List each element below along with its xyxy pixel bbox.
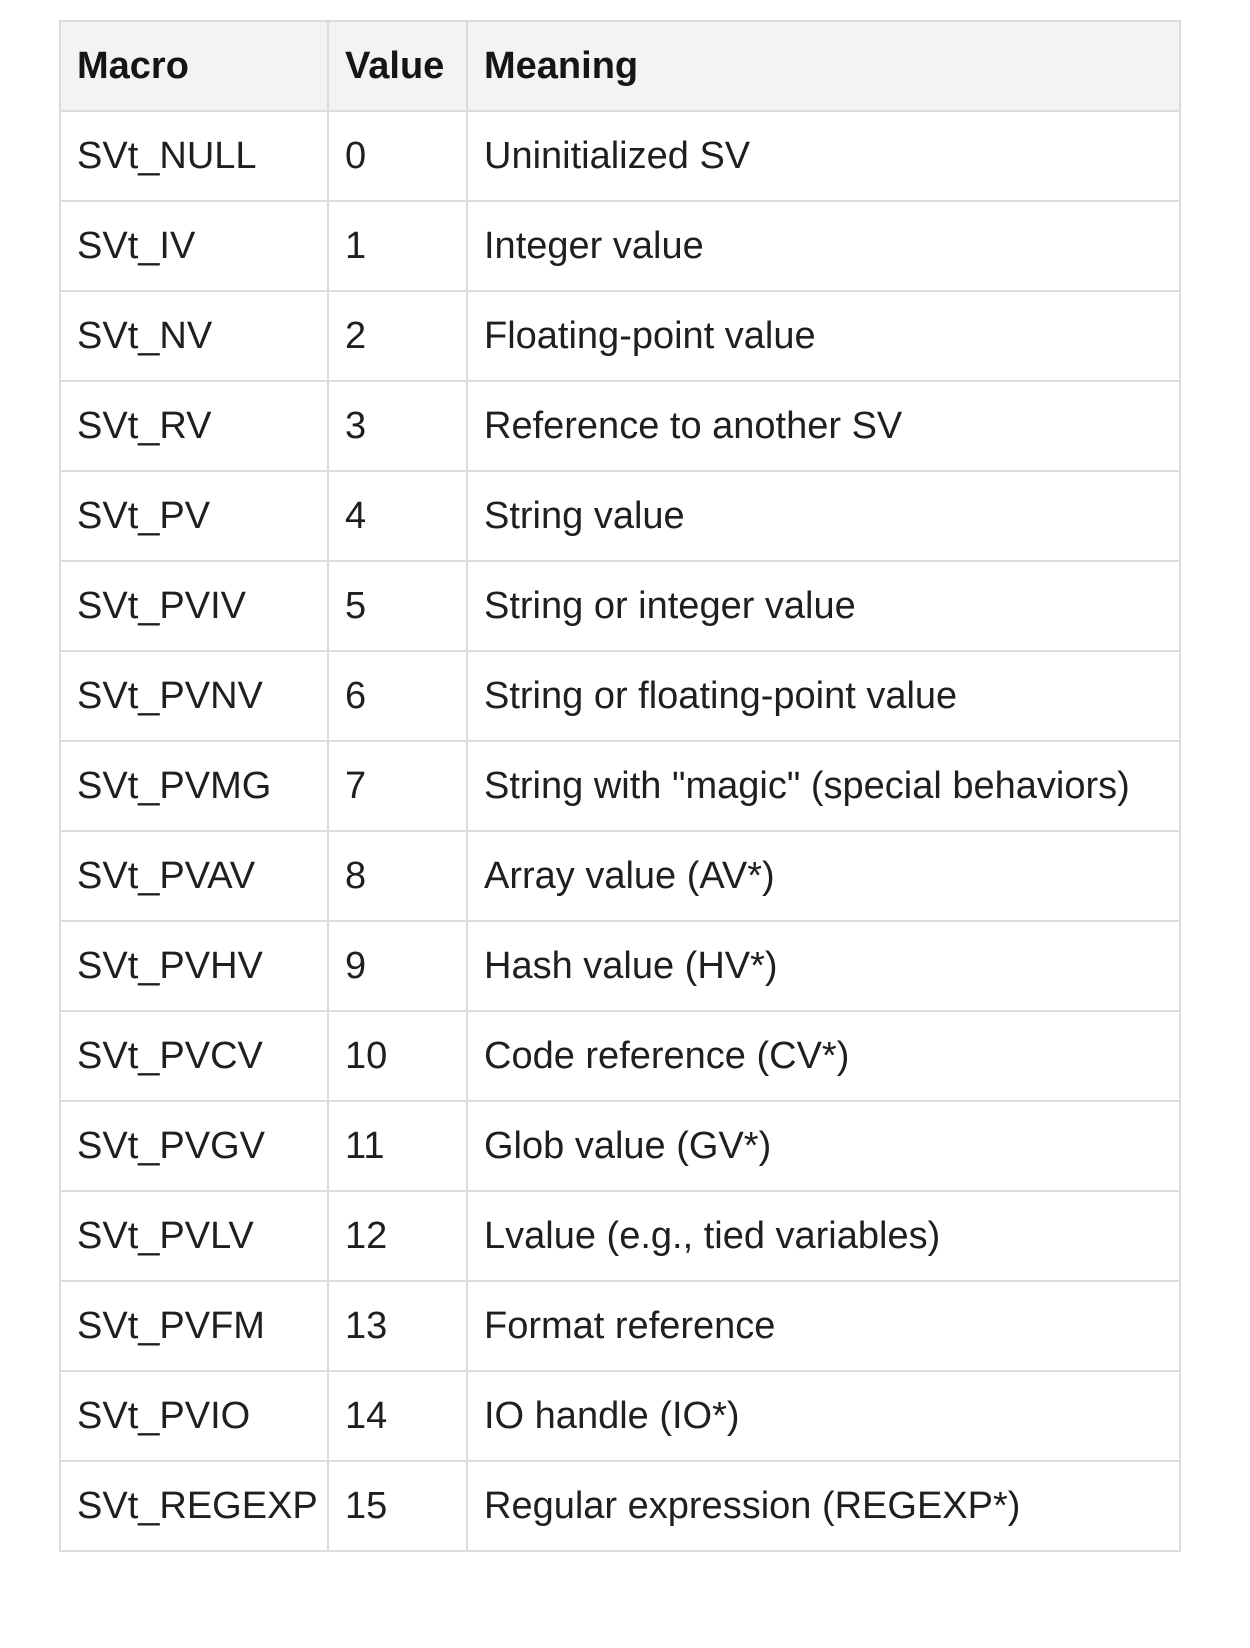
sv-types-table: Macro Value Meaning SVt_NULL 0 Uninitial…	[59, 20, 1181, 1552]
table-row: SVt_IV 1 Integer value	[59, 200, 1181, 292]
meaning-cell: Floating-point value	[466, 290, 1181, 382]
value-cell: 13	[327, 1280, 468, 1372]
value-cell: 10	[327, 1010, 468, 1102]
table-row: SVt_REGEXP 15 Regular expression (REGEXP…	[59, 1460, 1181, 1552]
value-cell: 1	[327, 200, 468, 292]
meaning-cell: String with "magic" (special behaviors)	[466, 740, 1181, 832]
macro-cell: SVt_PVNV	[59, 650, 329, 742]
meaning-cell: Uninitialized SV	[466, 110, 1181, 202]
table-row: SVt_PVLV 12 Lvalue (e.g., tied variables…	[59, 1190, 1181, 1282]
table-row: SVt_PVAV 8 Array value (AV*)	[59, 830, 1181, 922]
meaning-cell: String or integer value	[466, 560, 1181, 652]
table-row: SVt_PVIO 14 IO handle (IO*)	[59, 1370, 1181, 1462]
value-cell: 14	[327, 1370, 468, 1462]
value-cell: 7	[327, 740, 468, 832]
value-cell: 11	[327, 1100, 468, 1192]
value-cell: 0	[327, 110, 468, 202]
meaning-cell: Glob value (GV*)	[466, 1100, 1181, 1192]
value-cell: 6	[327, 650, 468, 742]
macro-cell: SVt_PVHV	[59, 920, 329, 1012]
macro-cell: SVt_PVLV	[59, 1190, 329, 1282]
macro-cell: SVt_PVIO	[59, 1370, 329, 1462]
macro-cell: SVt_PVAV	[59, 830, 329, 922]
value-cell: 3	[327, 380, 468, 472]
table-header: Macro Value Meaning	[59, 20, 1181, 112]
value-cell: 9	[327, 920, 468, 1012]
meaning-cell: String value	[466, 470, 1181, 562]
meaning-cell: Format reference	[466, 1280, 1181, 1372]
macro-cell: SVt_IV	[59, 200, 329, 292]
table-row: SVt_PVNV 6 String or floating-point valu…	[59, 650, 1181, 742]
macro-cell: SVt_RV	[59, 380, 329, 472]
header-row: Macro Value Meaning	[59, 20, 1181, 112]
macro-cell: SVt_NULL	[59, 110, 329, 202]
macro-cell: SVt_PVFM	[59, 1280, 329, 1372]
macro-cell: SVt_PVGV	[59, 1100, 329, 1192]
meaning-cell: Lvalue (e.g., tied variables)	[466, 1190, 1181, 1282]
meaning-cell: String or floating-point value	[466, 650, 1181, 742]
table-row: SVt_PVMG 7 String with "magic" (special …	[59, 740, 1181, 832]
macro-cell: SVt_PVIV	[59, 560, 329, 652]
table-row: SVt_RV 3 Reference to another SV	[59, 380, 1181, 472]
meaning-cell: Hash value (HV*)	[466, 920, 1181, 1012]
header-value: Value	[327, 20, 468, 112]
table-row: SVt_NV 2 Floating-point value	[59, 290, 1181, 382]
table-row: SVt_PVIV 5 String or integer value	[59, 560, 1181, 652]
header-macro: Macro	[59, 20, 329, 112]
meaning-cell: Code reference (CV*)	[466, 1010, 1181, 1102]
value-cell: 8	[327, 830, 468, 922]
value-cell: 15	[327, 1460, 468, 1552]
value-cell: 12	[327, 1190, 468, 1282]
meaning-cell: IO handle (IO*)	[466, 1370, 1181, 1462]
meaning-cell: Array value (AV*)	[466, 830, 1181, 922]
meaning-cell: Integer value	[466, 200, 1181, 292]
table-body: SVt_NULL 0 Uninitialized SV SVt_IV 1 Int…	[59, 110, 1181, 1552]
table-row: SVt_PVGV 11 Glob value (GV*)	[59, 1100, 1181, 1192]
value-cell: 5	[327, 560, 468, 652]
table-row: SVt_NULL 0 Uninitialized SV	[59, 110, 1181, 202]
macro-cell: SVt_REGEXP	[59, 1460, 329, 1552]
meaning-cell: Reference to another SV	[466, 380, 1181, 472]
value-cell: 2	[327, 290, 468, 382]
header-meaning: Meaning	[466, 20, 1181, 112]
table-row: SVt_PV 4 String value	[59, 470, 1181, 562]
macro-cell: SVt_NV	[59, 290, 329, 382]
macro-cell: SVt_PVCV	[59, 1010, 329, 1102]
table-row: SVt_PVCV 10 Code reference (CV*)	[59, 1010, 1181, 1102]
table-row: SVt_PVHV 9 Hash value (HV*)	[59, 920, 1181, 1012]
macro-cell: SVt_PVMG	[59, 740, 329, 832]
table-row: SVt_PVFM 13 Format reference	[59, 1280, 1181, 1372]
meaning-cell: Regular expression (REGEXP*)	[466, 1460, 1181, 1552]
macro-cell: SVt_PV	[59, 470, 329, 562]
value-cell: 4	[327, 470, 468, 562]
